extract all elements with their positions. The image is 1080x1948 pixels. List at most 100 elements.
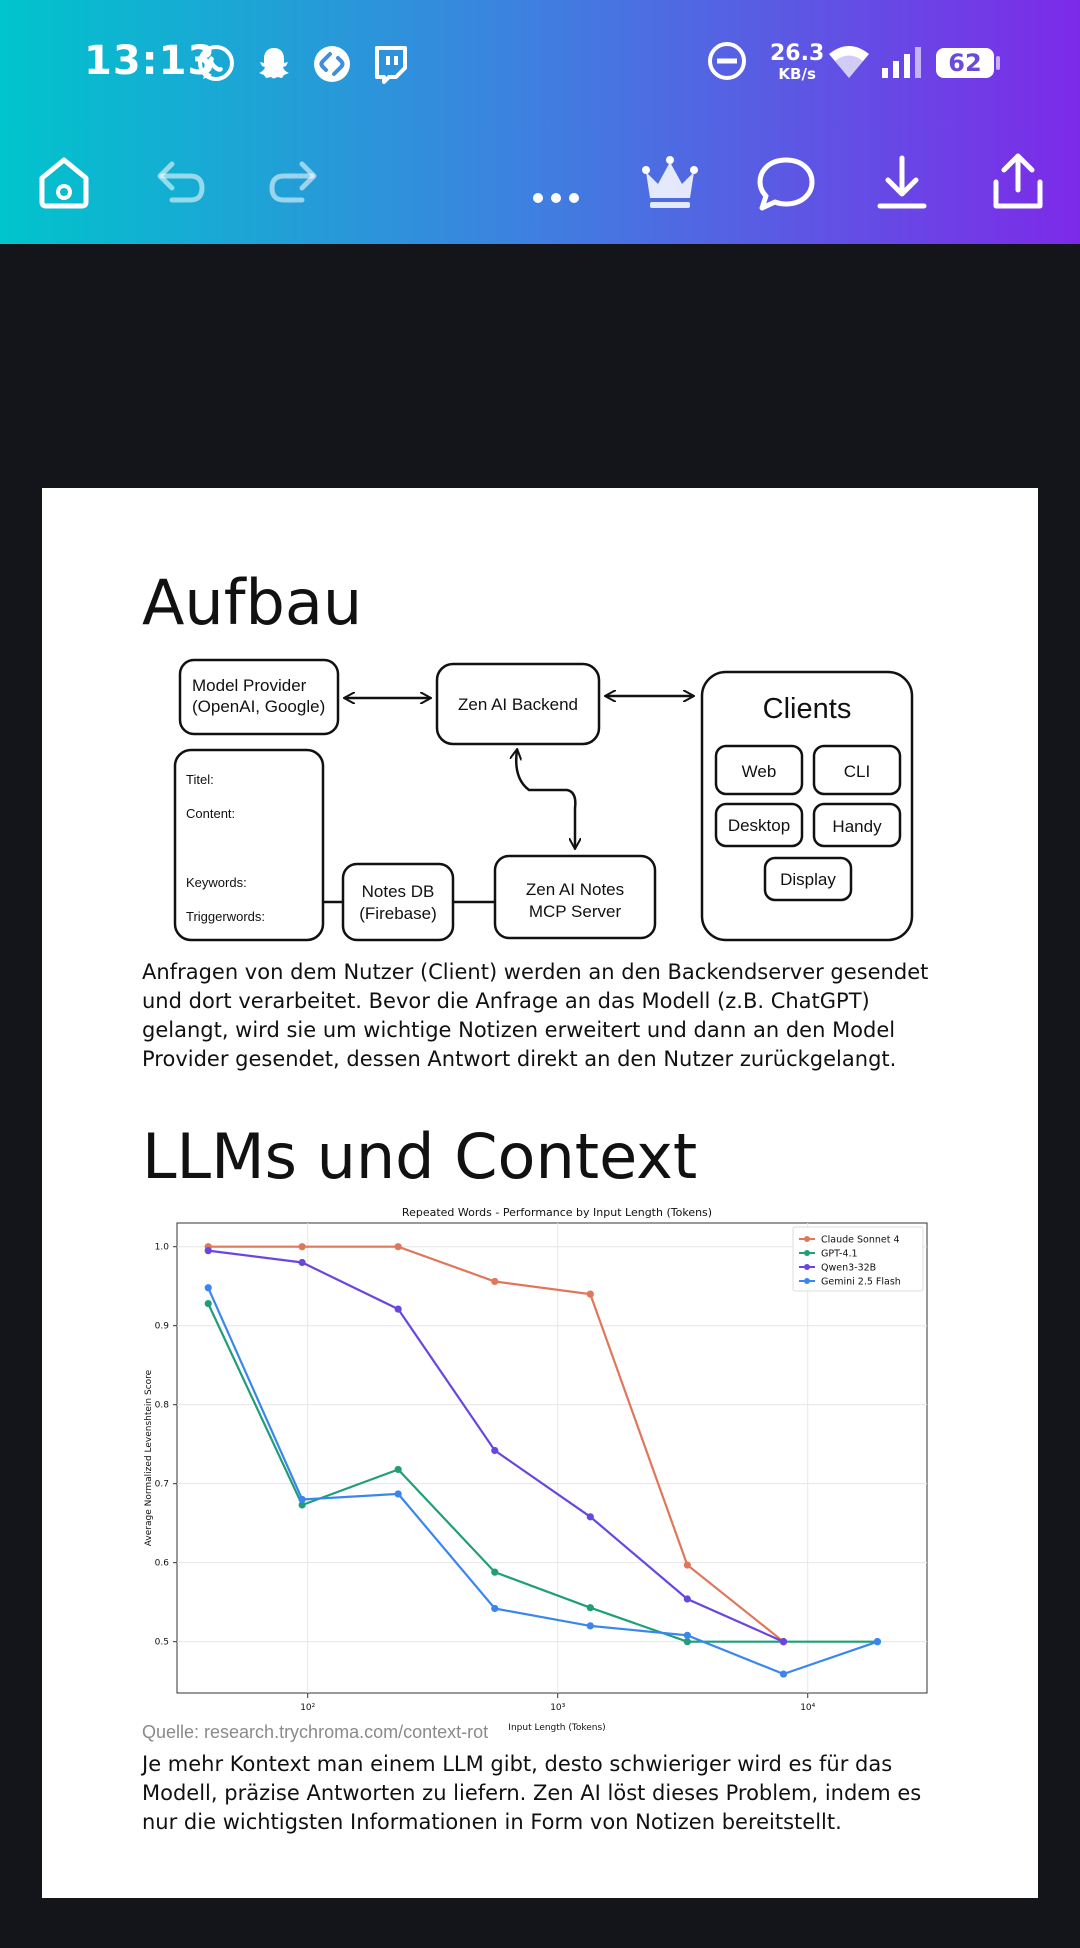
chart-data-point [491, 1604, 499, 1613]
chart-data-point [204, 1299, 212, 1308]
chart-data-point [394, 1305, 402, 1313]
redo-button[interactable] [262, 150, 326, 214]
twitch-icon [375, 46, 407, 84]
chart-legend-label: GPT-4.1 [821, 1249, 858, 1260]
chart-tick-label-y: 1.0 [155, 1243, 170, 1253]
paragraph-context: Je mehr Kontext man einem LLM gibt, dest… [142, 1752, 922, 1834]
chart-data-point [491, 1446, 499, 1455]
model-provider-label: Model Provider [192, 676, 307, 695]
editor-toolbar [0, 130, 1080, 230]
snapchat-icon [259, 48, 289, 79]
model-provider-sublabel: (OpenAI, Google) [192, 697, 325, 716]
client-handy-label: Handy [832, 817, 882, 836]
client-display-label: Display [780, 870, 836, 889]
chart-data-point [298, 1495, 306, 1504]
chart-tick-label-x: 10² [300, 1703, 315, 1713]
mcp-label: Zen AI Notes [526, 880, 624, 899]
chart-tick-label-y: 0.5 [155, 1638, 169, 1648]
note-triggerwords-label: Triggerwords: [186, 909, 265, 924]
chart-data-point [394, 1490, 402, 1498]
document-page[interactable]: Aufbau Model Provider (OpenAI, Go [42, 488, 1038, 1898]
chart-legend-label: Claude Sonnet 4 [821, 1235, 900, 1246]
chart-data-point [394, 1243, 402, 1251]
comment-icon [757, 157, 815, 211]
chart-data-point [873, 1638, 882, 1646]
client-desktop-label: Desktop [728, 816, 790, 835]
backend-box [435, 662, 601, 746]
shazam-icon [314, 46, 350, 82]
chart-legend-label: Gemini 2.5 Flash [821, 1277, 901, 1288]
chart-series-line [208, 1245, 785, 1643]
chart-tick-label-y: 0.6 [155, 1559, 170, 1569]
chart-data-point [586, 1290, 594, 1298]
chart-data-point [586, 1604, 594, 1612]
chart-data-point [394, 1465, 402, 1474]
home-icon [39, 157, 89, 209]
home-button[interactable] [32, 150, 96, 214]
chart-series-line [207, 1287, 878, 1676]
model-provider-box [178, 658, 340, 736]
chart-series-line [208, 1249, 784, 1643]
chart-data-point [298, 1258, 306, 1267]
chart-data-point [491, 1568, 499, 1576]
chart-data-point [683, 1631, 691, 1639]
undo-icon [157, 161, 205, 203]
status-bar: 13:13 26.3 KB/s [0, 0, 1080, 125]
chart-legend-marker [804, 1264, 810, 1270]
chart-data-point [298, 1243, 306, 1251]
premium-button[interactable] [638, 150, 702, 214]
client-cli-box [812, 744, 902, 796]
arrow-backend-mcp [516, 750, 575, 848]
download-button[interactable] [870, 150, 934, 214]
notes-db-label: Notes DB [362, 882, 435, 901]
note-template-box [173, 748, 325, 942]
section-title-aufbau: Aufbau [142, 566, 363, 639]
chart-data-point [779, 1670, 788, 1678]
wifi-icon [829, 46, 869, 78]
chart-legend-marker [804, 1278, 810, 1284]
paragraph-architecture: Anfragen von dem Nutzer (Client) werden … [142, 960, 929, 1071]
chart-data-point [204, 1247, 212, 1255]
chart-y-axis-label: Average Normalized Levenshtein Score [144, 1369, 154, 1546]
chart-data-point [586, 1513, 594, 1521]
chart-tick-label-x: 10⁴ [800, 1703, 815, 1713]
battery-indicator: 62 [936, 48, 994, 78]
status-time: 13:13 [84, 38, 217, 84]
chart-tick-label-y: 0.7 [155, 1480, 169, 1490]
chart-data-point [779, 1638, 788, 1646]
chart-title: Repeated Words - Performance by Input Le… [402, 1206, 712, 1219]
chart-x-axis-label: Input Length (Tokens) [508, 1723, 605, 1733]
share-button[interactable] [986, 150, 1050, 214]
signal-icon [882, 47, 921, 78]
chart-plot-area [176, 1222, 928, 1694]
note-keywords-label: Keywords: [186, 875, 247, 890]
chart-data-point [586, 1622, 594, 1630]
chart-data-point [491, 1277, 499, 1286]
chart-source-caption: Quelle: research.trychroma.com/context-r… [142, 1722, 489, 1742]
architecture-diagram: Model Provider (OpenAI, Google) Zen AI B… [173, 658, 914, 942]
client-handy-box [812, 802, 902, 848]
more-button[interactable] [524, 150, 588, 214]
do-not-disturb-icon [708, 42, 746, 80]
chart-tick-label-y: 0.8 [155, 1401, 170, 1411]
chart-legend-frame [792, 1226, 924, 1292]
chart-legend-label: Qwen3-32B [821, 1263, 876, 1274]
comments-button[interactable] [754, 150, 818, 214]
undo-button[interactable] [148, 150, 212, 214]
notes-db-sublabel: (Firebase) [359, 904, 436, 923]
section-title-llms-context: LLMs und Context [142, 1120, 698, 1193]
chart-legend-marker [804, 1250, 810, 1256]
clients-title: Clients [763, 693, 852, 725]
chart-data-point [204, 1284, 212, 1292]
mcp-server-box [493, 854, 657, 940]
crown-icon [642, 156, 698, 208]
mcp-sublabel: MCP Server [529, 902, 622, 921]
client-display-box [763, 856, 853, 902]
battery-tip [996, 56, 1000, 70]
chart-data-point [683, 1638, 691, 1646]
chart-data-point [298, 1501, 306, 1509]
client-web-label: Web [742, 762, 777, 781]
network-speed: 26.3 KB/s [770, 41, 825, 84]
client-desktop-box [714, 802, 804, 848]
